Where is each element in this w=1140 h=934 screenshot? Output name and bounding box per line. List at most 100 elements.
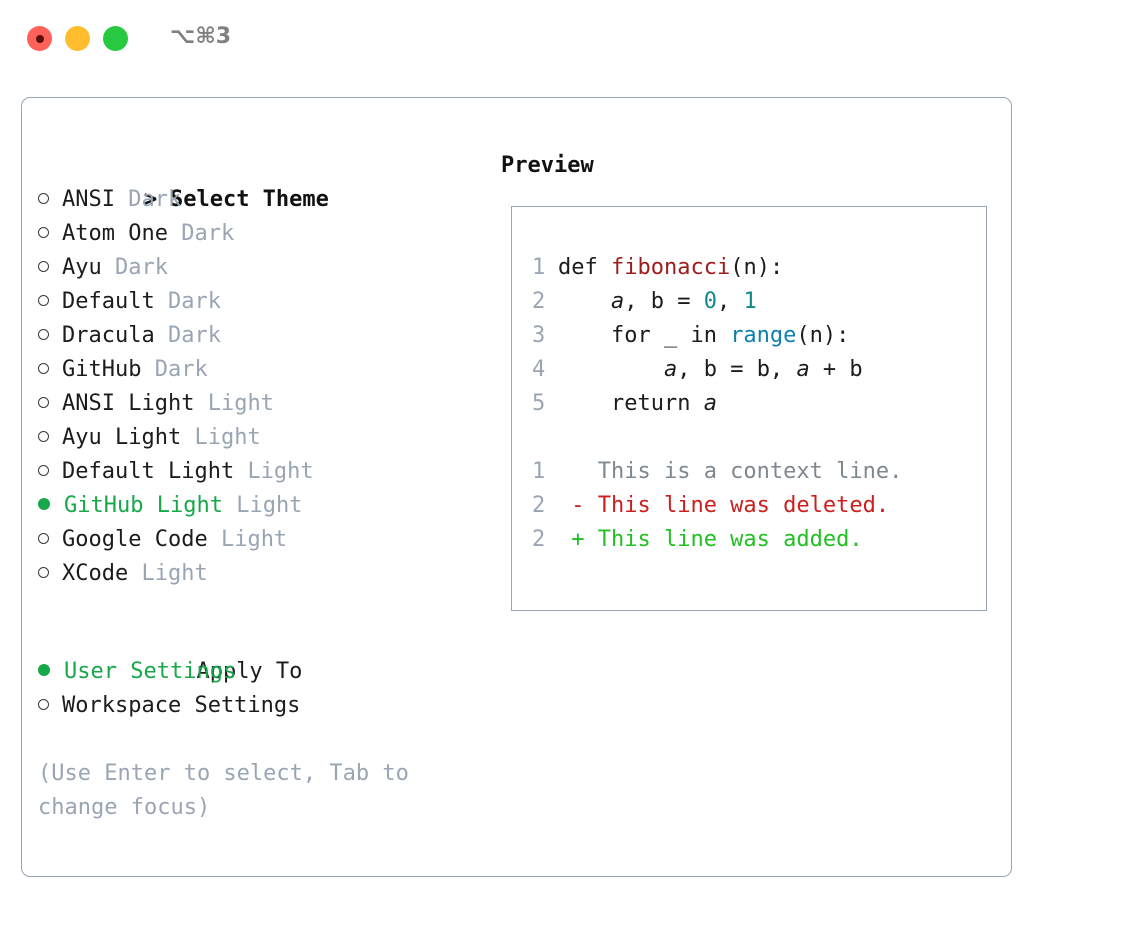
caret-icon: > xyxy=(143,187,158,212)
keyboard-shortcut-label: ⌥⌘3 xyxy=(170,24,232,49)
minimize-button[interactable] xyxy=(65,26,90,51)
theme-option-label: GitHub xyxy=(62,357,142,382)
code-line: 5 return a xyxy=(532,387,986,421)
theme-option-label: Default Light xyxy=(62,459,235,484)
theme-option-label: Dracula xyxy=(62,323,155,348)
preview-heading: Preview xyxy=(501,153,594,178)
theme-option-label: ANSI xyxy=(62,187,115,212)
code-token: a xyxy=(703,391,717,416)
radio-selected-icon xyxy=(38,498,50,510)
diff-line-added: 2 + This line was added. xyxy=(532,523,986,557)
theme-variant-label: Light xyxy=(141,561,208,586)
diff-line-number: 2 xyxy=(532,527,546,552)
label-gap xyxy=(141,357,154,382)
theme-option-dracula[interactable]: Dracula Dark xyxy=(38,319,488,353)
radio-unselected-icon xyxy=(38,699,49,710)
code-token: return xyxy=(558,391,704,416)
code-token: , xyxy=(716,289,744,314)
radio-unselected-icon xyxy=(38,397,49,408)
code-line: 4 a, b = b, a + b xyxy=(532,353,986,387)
theme-option-github[interactable]: GitHub Dark xyxy=(38,353,488,387)
code-token: a xyxy=(610,289,625,314)
code-line-number: 4 xyxy=(532,357,546,382)
theme-option-default-light[interactable]: Default Light Light xyxy=(38,455,488,489)
radio-unselected-icon xyxy=(38,261,49,272)
theme-variant-label: Dark xyxy=(181,221,235,246)
code-token xyxy=(558,289,611,314)
diff-line-text: + This line was added. xyxy=(558,527,863,552)
apply-to-heading: Apply To xyxy=(38,621,488,684)
theme-option-label: GitHub Light xyxy=(64,493,223,518)
close-button[interactable] xyxy=(27,26,52,51)
theme-option-default[interactable]: Default Dark xyxy=(38,285,488,319)
code-token: (n): xyxy=(796,323,850,348)
theme-variant-label: Light xyxy=(236,493,303,518)
code-token: fibonacci xyxy=(610,255,731,280)
label-gap xyxy=(223,493,236,518)
window-titlebar: ⌥⌘3 xyxy=(0,0,1140,78)
radio-unselected-icon xyxy=(38,227,49,238)
apply-to-label: Apply To xyxy=(196,659,303,684)
diff-line-number: 1 xyxy=(532,459,546,484)
theme-option-ansi-light[interactable]: ANSI Light Light xyxy=(38,387,488,421)
theme-option-atom-one[interactable]: Atom One Dark xyxy=(38,217,488,251)
code-line: 2 a, b = 0, 1 xyxy=(532,285,986,319)
label-gap xyxy=(115,187,128,212)
theme-variant-label: Dark xyxy=(167,323,221,348)
code-token: , b = b, xyxy=(677,357,797,382)
radio-unselected-icon xyxy=(38,567,49,578)
code-token xyxy=(558,357,664,382)
diff-line-context: 1 This is a context line. xyxy=(532,455,986,489)
radio-unselected-icon xyxy=(38,363,49,374)
theme-option-label: Ayu Light xyxy=(62,425,182,450)
traffic-light-group xyxy=(27,26,128,51)
diff-line-text: This is a context line. xyxy=(558,459,903,484)
code-token: , b = xyxy=(624,289,704,314)
code-token: 1 xyxy=(743,289,757,314)
theme-option-ansi[interactable]: ANSI Dark xyxy=(38,183,488,217)
apply-to-option-label: User Settings xyxy=(64,659,237,684)
preview-spacer xyxy=(532,421,986,455)
code-token: def xyxy=(558,255,611,280)
maximize-button[interactable] xyxy=(103,26,128,51)
hint-line-1: (Use Enter to select, Tab to xyxy=(38,761,409,786)
theme-variant-label: Dark xyxy=(128,187,182,212)
theme-option-ayu[interactable]: Ayu Dark xyxy=(38,251,488,285)
apply-to-option-user-settings[interactable]: User Settings xyxy=(38,655,488,689)
label-gap xyxy=(102,255,115,280)
radio-unselected-icon xyxy=(38,193,49,204)
theme-option-label: ANSI Light xyxy=(62,391,195,416)
code-line: 3 for _ in range(n): xyxy=(532,319,986,353)
theme-option-xcode[interactable]: XCode Light xyxy=(38,557,488,591)
label-gap xyxy=(194,391,207,416)
theme-option-github-light[interactable]: GitHub Light Light xyxy=(38,489,488,523)
code-line-number: 2 xyxy=(532,289,546,314)
theme-option-google-code[interactable]: Google Code Light xyxy=(38,523,488,557)
theme-option-label: Google Code xyxy=(62,527,208,552)
code-line-number: 1 xyxy=(532,255,546,280)
diff-line-text: - This line was deleted. xyxy=(558,493,890,518)
code-token: (n): xyxy=(730,255,784,280)
select-theme-label: Select Theme xyxy=(169,187,329,212)
theme-option-ayu-light[interactable]: Ayu Light Light xyxy=(38,421,488,455)
label-gap xyxy=(155,289,168,314)
hint-line-2: change focus) xyxy=(38,795,211,820)
code-token: a xyxy=(796,357,810,382)
radio-unselected-icon xyxy=(38,295,49,306)
label-gap xyxy=(168,221,181,246)
theme-option-label: XCode xyxy=(62,561,129,586)
diff-sample: 1 This is a context line. 2 - This line w… xyxy=(532,455,986,557)
radio-unselected-icon xyxy=(38,329,49,340)
theme-variant-label: Light xyxy=(220,527,288,552)
label-gap xyxy=(181,425,194,450)
keyboard-hint: (Use Enter to select, Tab to change focu… xyxy=(38,757,438,825)
apply-to-option-workspace-settings[interactable]: Workspace Settings xyxy=(38,689,488,723)
code-line-number: 3 xyxy=(532,323,546,348)
code-token: range xyxy=(730,323,797,348)
